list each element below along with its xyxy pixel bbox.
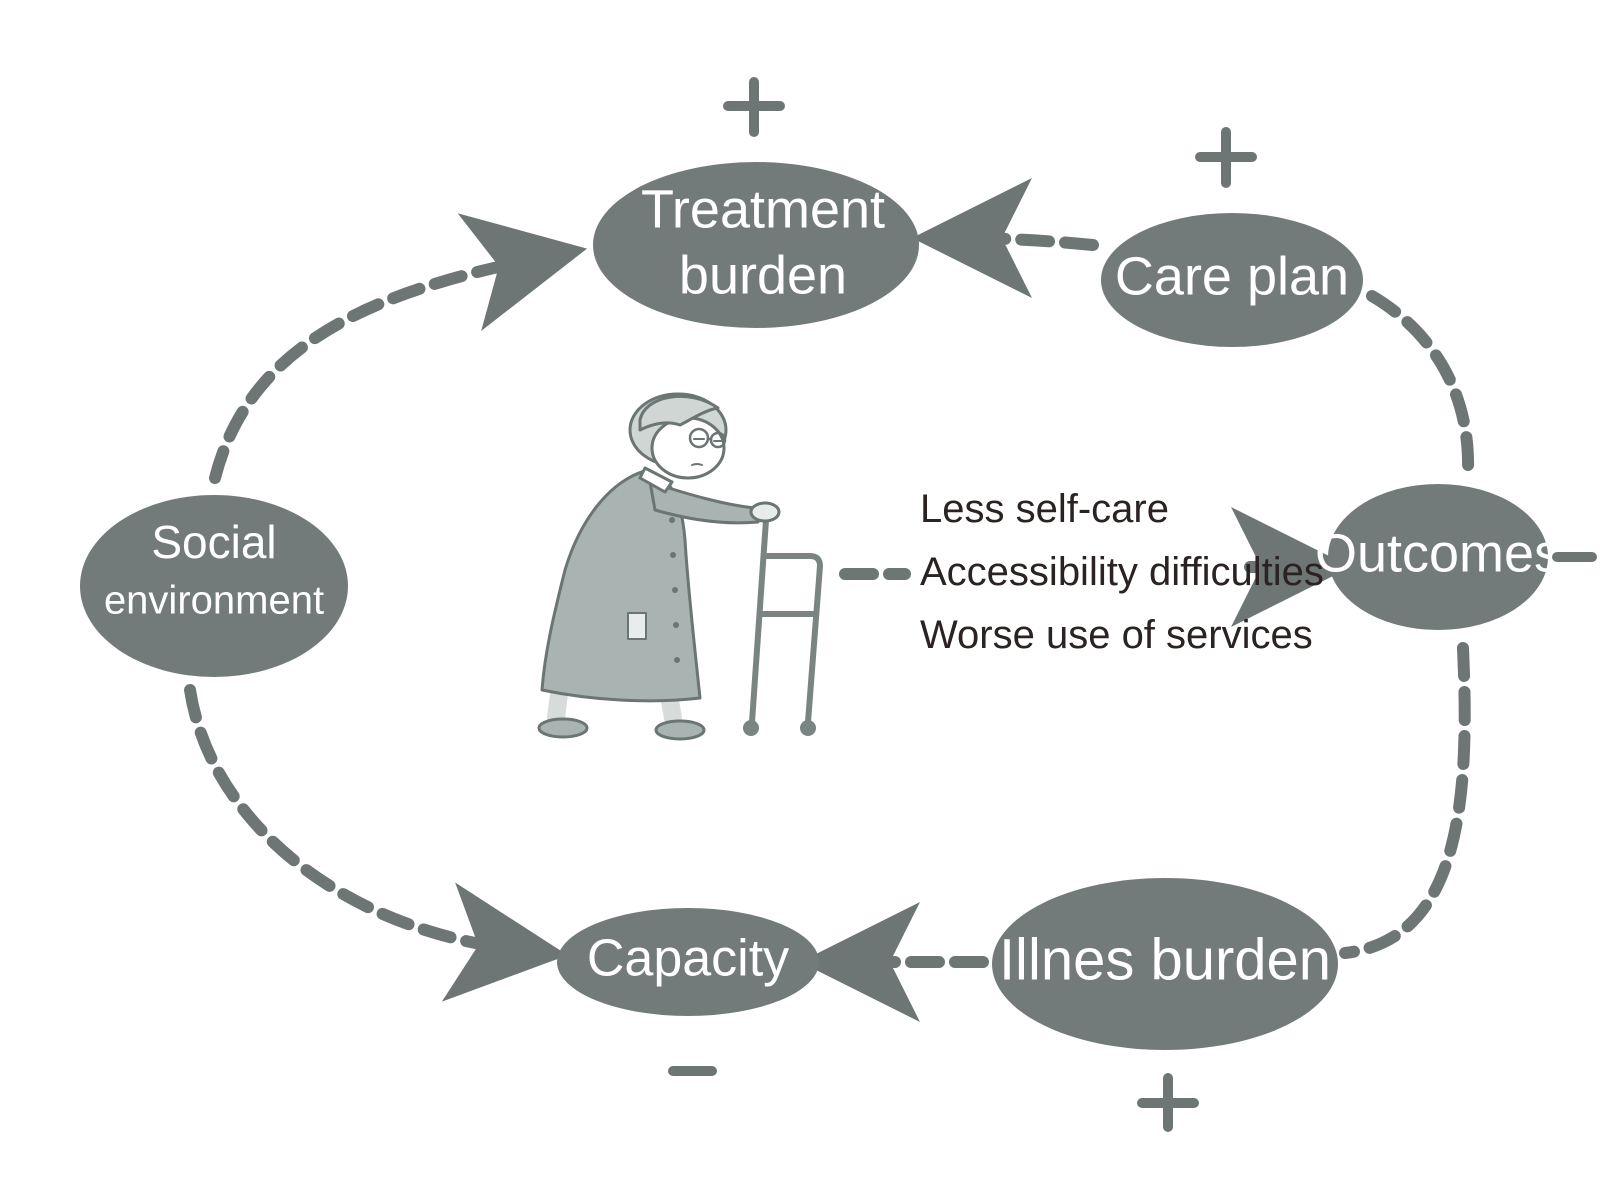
social-environment-label-line2: environment xyxy=(104,579,324,623)
illness-burden-plus-sign xyxy=(1137,1073,1199,1132)
arrow-social-to-treatment xyxy=(209,213,588,484)
capacity-node: Capacity xyxy=(557,908,819,1016)
effects-list: Less self-care Accessibility difficultie… xyxy=(920,487,1324,657)
arrow-careplan-to-treatment xyxy=(912,178,1099,299)
elderly-woman-with-walker-illustration xyxy=(537,392,823,741)
effect-worse-use-of-services: Worse use of services xyxy=(920,613,1313,657)
care-plan-label: Care plan xyxy=(1115,246,1349,306)
social-environment-node: Social environment xyxy=(80,495,348,677)
outcomes-label: Outcomes xyxy=(1315,523,1561,583)
coat xyxy=(540,468,702,703)
outcomes-node: Outcomes xyxy=(1315,484,1561,630)
shoe-right xyxy=(654,719,706,741)
effect-accessibility-difficulties: Accessibility difficulties xyxy=(920,550,1324,594)
treatment-burden-label-line1: Treatment xyxy=(641,179,885,239)
illness-burden-node: Illnes burden xyxy=(992,878,1338,1050)
treatment-burden-plus-sign xyxy=(723,77,785,137)
walker-wheel-right xyxy=(800,720,816,736)
illness-burden-label: Illnes burden xyxy=(999,927,1331,992)
effect-less-self-care: Less self-care xyxy=(920,487,1169,531)
line-careplan-to-outcomes xyxy=(1366,290,1475,476)
walker-wheel-left xyxy=(743,720,759,736)
treatment-burden-label-line2: burden xyxy=(679,245,847,305)
arrow-social-to-capacity xyxy=(184,684,568,1002)
face xyxy=(650,416,726,480)
care-plan-plus-sign xyxy=(1195,127,1257,188)
shoe-left xyxy=(537,717,589,739)
treatment-burden-node: Treatment burden xyxy=(593,162,919,328)
capacity-label: Capacity xyxy=(587,930,789,988)
care-plan-node: Care plan xyxy=(1101,213,1363,347)
walker xyxy=(749,517,823,725)
line-outcomes-to-illness xyxy=(1339,642,1471,959)
social-environment-label-line1: Social xyxy=(151,516,276,568)
arm xyxy=(648,480,760,525)
